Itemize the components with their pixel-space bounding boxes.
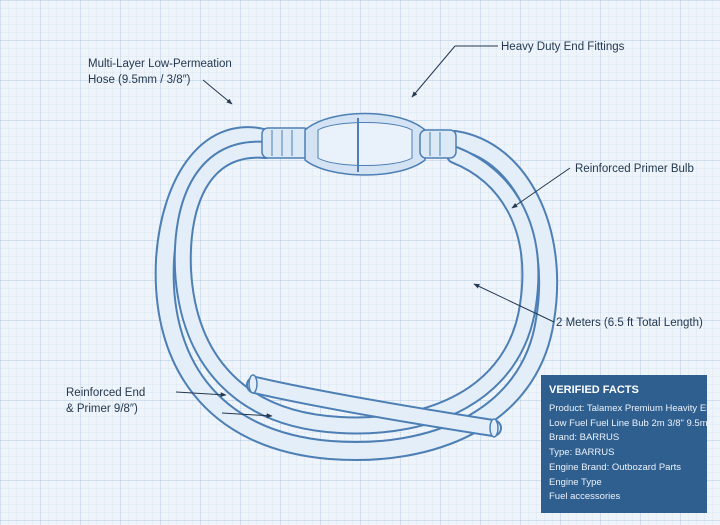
leader-end xyxy=(175,391,227,398)
leader-fittings xyxy=(411,45,456,98)
fact-line: Engine Brand: Outbozard Parts xyxy=(549,461,682,473)
label-end-line1: Reinforced End xyxy=(66,387,146,399)
facts-title: VERIFIED FACTS xyxy=(549,384,639,396)
fact-line: Brand: BARRUS xyxy=(549,432,620,444)
leader-lines xyxy=(175,45,571,419)
label-end: Reinforced End & Primer 9/8″) xyxy=(66,386,145,417)
label-hose-line1: Multi-Layer Low-Permeation xyxy=(88,58,232,70)
label-hose: Multi-Layer Low-Permeation Hose (9.5mm /… xyxy=(88,57,232,88)
label-bulb: Reinforced Primer Bulb xyxy=(575,163,694,175)
fact-line: Type: BARRUS xyxy=(549,447,615,459)
verified-facts-panel: VERIFIED FACTS Product: Talamex Premium … xyxy=(541,375,719,513)
primer-bulb xyxy=(261,112,457,176)
left-fitting xyxy=(261,127,311,159)
right-fitting xyxy=(419,129,457,159)
leader-hose xyxy=(202,79,233,105)
hose-loose-end xyxy=(246,374,502,438)
hose-loop-inner xyxy=(173,140,540,435)
hose-loop-outer xyxy=(154,126,559,461)
fact-line: Engine Type xyxy=(549,476,602,488)
fact-line: Product: Talamex Premium Heavity EPA xyxy=(549,403,719,415)
leader-bulb xyxy=(511,167,571,209)
label-hose-line2: Hose (9.5mm / 3/8″) xyxy=(88,73,191,86)
label-length: 2 Meters (6.5 ft Total Length) xyxy=(556,317,703,329)
fact-line: Fuel accessories xyxy=(549,491,621,503)
label-end-line2: & Primer 9/8″) xyxy=(66,402,138,415)
fact-line: Low Fuel Fuel Line Bub 2m 3/8" 9.5mm xyxy=(549,417,716,429)
label-fittings: Heavy Duty End Fittings xyxy=(501,41,625,53)
leader-length xyxy=(473,283,555,323)
